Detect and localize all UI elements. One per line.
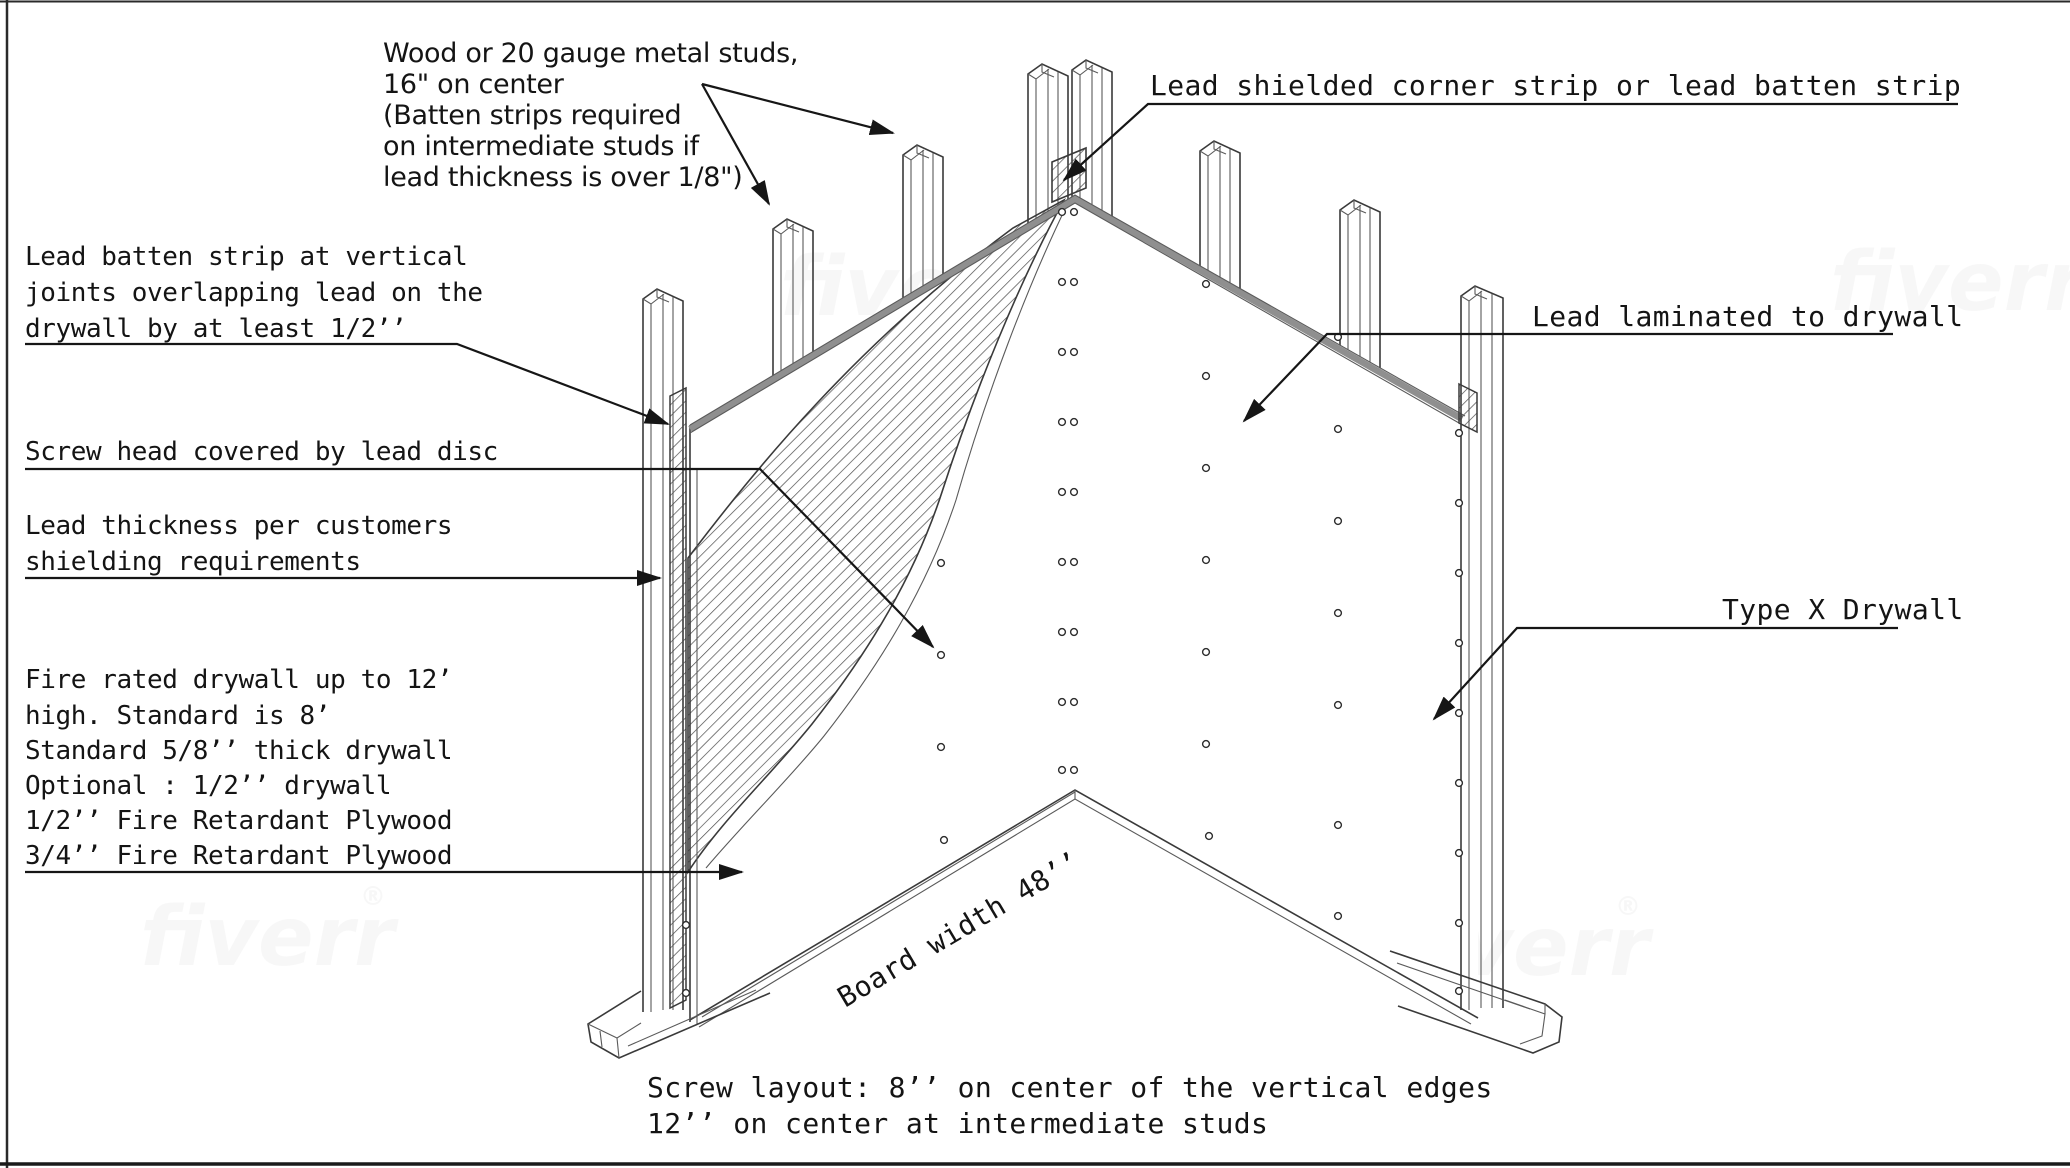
- batten-label-line: drywall by at least 1/2’’: [25, 314, 406, 344]
- screw-dot: [1201, 647, 1211, 657]
- lead-laminated-label: Lead laminated to drywall: [1532, 300, 1963, 333]
- floor-track-left: [587, 989, 771, 1059]
- leader-lead-laminated: [1242, 332, 1893, 423]
- screw-dot: [1454, 428, 1464, 438]
- screw-dot: [1333, 820, 1343, 830]
- screw-dot: [1069, 347, 1079, 357]
- studs-note-line: lead thickness is over 1/8"): [383, 162, 742, 193]
- screw-dot: [936, 558, 946, 568]
- batten-label: Lead batten strip at vertical joints ove…: [25, 242, 483, 344]
- screw-dot: [1201, 555, 1211, 565]
- leader-studs-2: [701, 83, 770, 206]
- screw-dot: [1201, 463, 1211, 473]
- panel-top-edges: [688, 194, 1466, 434]
- screw-dot: [1333, 700, 1343, 710]
- corner-strip-label: Lead shielded corner strip or lead batte…: [1150, 69, 1961, 102]
- leader-batten: [25, 342, 670, 426]
- screw-dot: [1057, 347, 1067, 357]
- screw-layout-line: 12’’ on center at intermediate studs: [647, 1107, 1268, 1140]
- lead-thickness-label: Lead thickness per customers shielding r…: [25, 511, 452, 577]
- fire-rated-line: 1/2’’ Fire Retardant Plywood: [25, 806, 452, 836]
- screw-dot: [1057, 627, 1067, 637]
- screw-dot: [936, 742, 946, 752]
- screw-dot: [1454, 986, 1464, 996]
- corner-stud: [1071, 59, 1113, 225]
- screw-dot: [1057, 207, 1067, 217]
- screw-dot: [1069, 417, 1079, 427]
- screw-dot: [1069, 487, 1079, 497]
- lead-batten-strip-right: [1458, 382, 1478, 434]
- screw-dot: [681, 988, 691, 998]
- screw-dot: [1333, 911, 1343, 921]
- screw-dot: [1454, 708, 1464, 718]
- screw-dot: [1069, 765, 1079, 775]
- fire-rated-line: Optional : 1/2’’ drywall: [25, 771, 391, 801]
- floor-track-right: [1389, 950, 1563, 1054]
- lead-batten-strip: [669, 386, 687, 1010]
- lead-thickness-line: Lead thickness per customers: [25, 511, 452, 541]
- batten-label-line: joints overlapping lead on the: [25, 278, 483, 308]
- screw-dot: [1454, 568, 1464, 578]
- screw-layout-note: Screw layout: 8’’ on center of the verti…: [647, 1071, 1493, 1140]
- screw-dot: [1069, 207, 1079, 217]
- screw-dot: [1454, 848, 1464, 858]
- screw-dot: [1201, 371, 1211, 381]
- screw-dot: [1069, 697, 1079, 707]
- screw-dot: [1454, 638, 1464, 648]
- screw-dot: [1204, 831, 1214, 841]
- fire-rated-line: Standard 5/8’’ thick drywall: [25, 736, 452, 766]
- screw-dot: [681, 920, 691, 930]
- lead-sheet-hatch: [687, 197, 1067, 875]
- studs-note: Wood or 20 gauge metal studs, 16" on cen…: [383, 38, 798, 193]
- panel-bottom-edges: [689, 789, 1479, 1028]
- type-x-label: Type X Drywall: [1722, 593, 1964, 626]
- screw-dot: [1333, 516, 1343, 526]
- leader-type-x: [1432, 626, 1898, 721]
- screw-dot: [1057, 487, 1067, 497]
- screw-head-label: Screw head covered by lead disc: [25, 437, 498, 467]
- leader-studs-1: [701, 82, 895, 136]
- lead-thickness-line: shielding requirements: [25, 547, 361, 577]
- right-drywall-panel: [1075, 195, 1478, 1018]
- screw-dot: [1454, 498, 1464, 508]
- screw-dot: [1201, 739, 1211, 749]
- studs-note-line: on intermediate studs if: [383, 131, 701, 162]
- screw-dot: [1057, 697, 1067, 707]
- screw-dot: [939, 835, 949, 845]
- watermark-text: fiverr: [1830, 235, 2070, 330]
- watermark-text: fiverr: [140, 890, 399, 985]
- studs-note-line: (Batten strips required: [383, 100, 681, 131]
- screw-dot: [1454, 778, 1464, 788]
- watermark-registered: ®: [360, 882, 386, 912]
- watermark-registered: ®: [1615, 892, 1641, 922]
- studs-note-line: Wood or 20 gauge metal studs,: [383, 38, 798, 69]
- lead-sheet-edge: [705, 204, 1068, 869]
- screw-dot: [936, 650, 946, 660]
- leader-arrows: [25, 82, 1958, 880]
- fire-rated-line: 3/4’’ Fire Retardant Plywood: [25, 841, 452, 871]
- batten-label-line: Lead batten strip at vertical: [25, 242, 467, 272]
- screw-dot: [1057, 417, 1067, 427]
- screw-dot: [1057, 557, 1067, 567]
- screw-dot: [1454, 918, 1464, 928]
- leader-screw-head: [25, 467, 935, 649]
- screw-dot: [1069, 627, 1079, 637]
- fire-rated-line: Fire rated drywall up to 12’: [25, 665, 452, 695]
- leader-corner-strip: [1062, 102, 1958, 182]
- screw-layout-line: Screw layout: 8’’ on center of the verti…: [647, 1071, 1493, 1104]
- floor-line: [701, 791, 1076, 1018]
- screw-dot: [1333, 608, 1343, 618]
- screw-dot: [1333, 424, 1343, 434]
- fire-rated-label: Fire rated drywall up to 12’ high. Stand…: [25, 665, 452, 871]
- screw-dot: [1057, 765, 1067, 775]
- screw-dot: [1057, 277, 1067, 287]
- studs-note-line: 16" on center: [383, 69, 565, 100]
- screw-dot: [1069, 277, 1079, 287]
- screw-dot: [1069, 557, 1079, 567]
- fire-rated-line: high. Standard is 8’: [25, 701, 330, 731]
- screw-dot: [1201, 279, 1211, 289]
